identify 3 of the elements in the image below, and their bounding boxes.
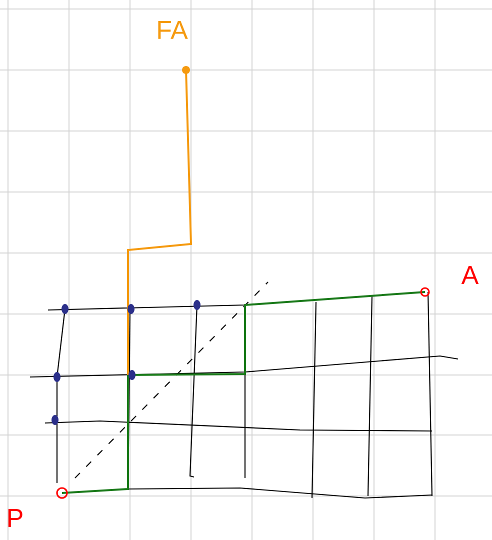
point-label: FA bbox=[158, 21, 188, 39]
point-label: P bbox=[8, 509, 22, 527]
point-label: A bbox=[461, 266, 479, 284]
